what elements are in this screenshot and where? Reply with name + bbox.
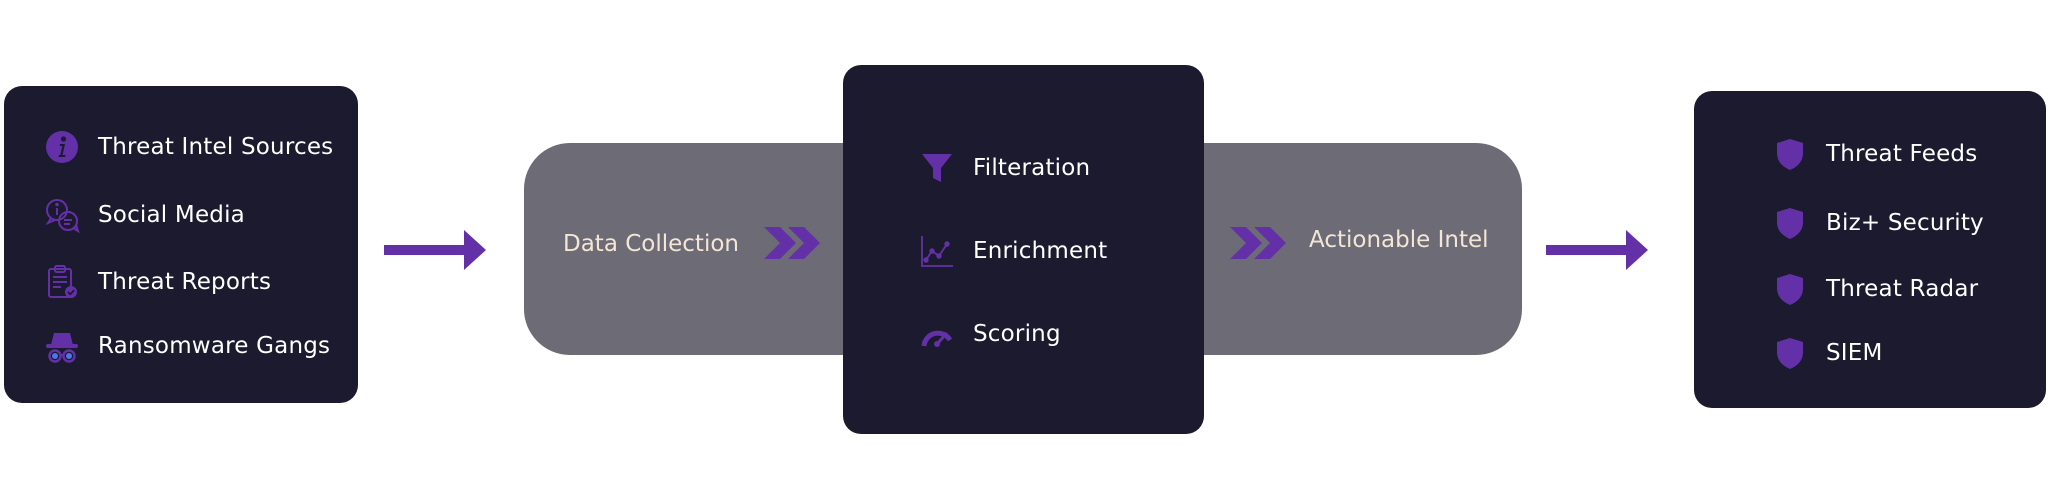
gauge-icon — [919, 316, 955, 352]
actionable-intel-label: Actionable Intel — [1309, 227, 1489, 253]
source-label: Social Media — [98, 202, 245, 228]
source-label: Threat Intel Sources — [98, 134, 334, 160]
shield-icon — [1772, 136, 1808, 172]
chevrons-right-icon — [1230, 227, 1286, 259]
output-item-biz-security: Biz+ Security — [1772, 205, 1984, 241]
output-item-threat-feeds: Threat Feeds — [1772, 136, 1977, 172]
output-label: Biz+ Security — [1826, 210, 1984, 236]
output-item-threat-radar: Threat Radar — [1772, 271, 1978, 307]
processing-label: Filteration — [973, 155, 1091, 181]
output-label: Threat Feeds — [1826, 141, 1978, 167]
processing-item-enrichment: Enrichment — [919, 233, 1107, 269]
source-item-threat-intel: Threat Intel Sources — [44, 129, 333, 165]
spy-hat-glasses-icon — [44, 328, 80, 364]
funnel-icon — [919, 150, 955, 186]
shield-icon — [1772, 205, 1808, 241]
clipboard-check-icon — [44, 264, 80, 300]
source-label: Threat Reports — [98, 269, 272, 295]
data-collection-label: Data Collection — [563, 231, 739, 257]
output-item-siem: SIEM — [1772, 335, 1883, 371]
processing-label: Scoring — [973, 321, 1061, 347]
chat-bubbles-icon — [44, 197, 80, 233]
source-item-threat-reports: Threat Reports — [44, 264, 271, 300]
outputs-panel: Threat Feeds Biz+ Security Threat Radar … — [1694, 91, 2046, 408]
processing-label: Enrichment — [973, 238, 1108, 264]
processing-item-filteration: Filteration — [919, 150, 1090, 186]
info-icon — [44, 129, 80, 165]
shield-icon — [1772, 335, 1808, 371]
sources-panel: Threat Intel Sources Social Media Threat… — [4, 86, 358, 403]
line-chart-icon — [919, 233, 955, 269]
output-label: Threat Radar — [1826, 276, 1979, 302]
chevrons-right-icon — [764, 227, 820, 259]
shield-icon — [1772, 271, 1808, 307]
processing-item-scoring: Scoring — [919, 316, 1061, 352]
arrow-right-icon — [1546, 230, 1648, 270]
output-label: SIEM — [1826, 340, 1883, 366]
processing-panel: Filteration Enrichment Scoring — [843, 65, 1204, 434]
source-label: Ransomware Gangs — [98, 333, 331, 359]
source-item-ransomware-gangs: Ransomware Gangs — [44, 328, 330, 364]
arrow-right-icon — [384, 230, 486, 270]
source-item-social-media: Social Media — [44, 197, 245, 233]
